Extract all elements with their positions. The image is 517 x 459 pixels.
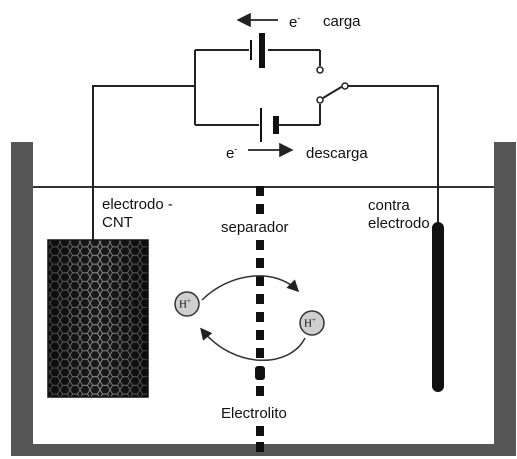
ion-right [299,310,325,336]
charge-label: carga [323,13,361,30]
ion-flow-arrow-right [201,275,300,301]
ion-label-right: H+ [304,316,316,330]
counter-electrode [432,222,444,392]
separator-label: separador [221,219,289,236]
cnt-electrode [47,239,149,398]
electron-label-top: e- [289,13,301,31]
cnt-electrode-label-line2: CNT [102,214,133,231]
cnt-electrode-label-line1: electrodo - [102,196,173,213]
ion-flow-arrow-left [200,327,306,361]
electrolyte-label: Electrolito [221,405,287,422]
counter-electrode-label-line1: contra [368,197,410,214]
ion-label-left: H+ [179,297,191,311]
counter-electrode-label-line2: electrodo [368,215,430,232]
switch [316,66,349,104]
ion-left [174,291,200,317]
battery-charge [250,33,265,68]
circuit-wires [92,49,439,240]
discharge-label: descarga [306,145,368,162]
battery-discharge [260,108,279,142]
separator-membrane [255,186,265,452]
electron-label-bottom: e- [226,144,238,162]
